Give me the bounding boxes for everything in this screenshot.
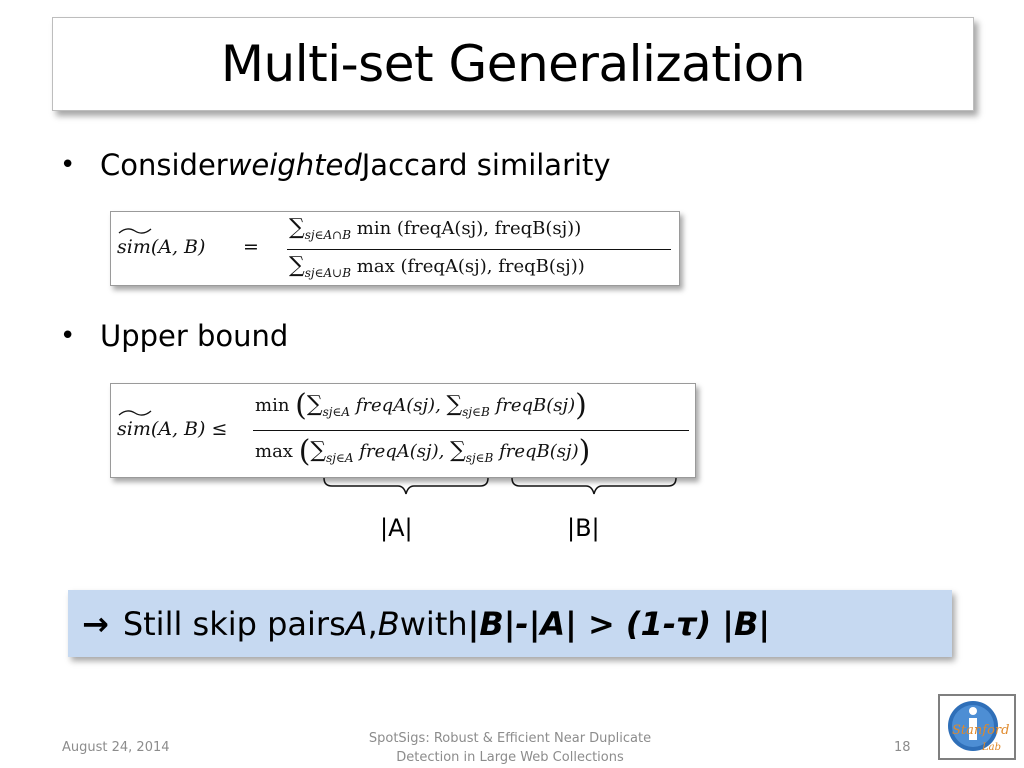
footer-center-line2: Detection in Large Web Collections xyxy=(396,750,624,765)
formula2-num-term-b: freqB(sj) xyxy=(495,395,576,416)
formula2-num-sub-a: sj∈A xyxy=(322,405,351,419)
banner-expression: |B|-|A| > (1-τ) |B| xyxy=(467,604,771,643)
formula2-num-sub-b: sj∈B xyxy=(462,405,490,419)
bullet-dot-icon: • xyxy=(60,150,76,180)
formula1-num-sub: sj∈A∩B xyxy=(304,228,352,242)
footer-date: August 24, 2014 xyxy=(62,740,170,755)
formula2-den-sub-a: sj∈A xyxy=(326,451,354,465)
stanford-infolab-logo: Stanford Lab xyxy=(938,694,1016,760)
formula2-num-term-a: freqA(sj), xyxy=(355,395,441,416)
formula2-den-term-a: freqA(sj), xyxy=(359,441,445,462)
logo-text-2: Lab xyxy=(981,742,1001,753)
formula2-den-term-b: freqB(sj) xyxy=(499,441,579,462)
upper-bound-formula: sim(A, B) ≤ min (∑sj∈A freqA(sj), ∑sj∈B … xyxy=(110,383,696,478)
banner-a: A xyxy=(345,604,368,643)
bullet1-italic: weighted xyxy=(227,148,362,182)
formula1-lhs: sim(A, B) xyxy=(117,236,205,258)
right-arrow-icon: → xyxy=(82,604,109,643)
banner-mid: with xyxy=(399,604,468,643)
brace-b-icon xyxy=(511,477,677,495)
formula1-num-body: min (freqA(sj), freqB(sj)) xyxy=(356,218,582,239)
formula1-fraction-line xyxy=(287,249,671,251)
bullet1-pre: Consider xyxy=(100,148,228,182)
banner-pre: Still skip pairs xyxy=(122,604,346,643)
formula1-numerator: ∑sj∈A∩B min (freqA(sj), freqB(sj)) xyxy=(289,215,582,242)
tilde-icon xyxy=(118,228,152,234)
banner-comma: , xyxy=(367,604,378,643)
tilde-icon xyxy=(118,410,152,416)
bullet-upper-bound: • Upper bound xyxy=(60,319,288,353)
slide-title: Multi-set Generalization xyxy=(220,35,806,93)
formula2-denominator: max (∑sj∈A freqA(sj), ∑sj∈B freqB(sj)) xyxy=(255,434,591,469)
formula1-equals: = xyxy=(243,236,259,258)
conclusion-banner: → Still skip pairs A, B with |B|-|A| > (… xyxy=(68,590,952,657)
footer-page-number: 18 xyxy=(894,740,911,755)
footer-center: SpotSigs: Robust & Efficient Near Duplic… xyxy=(340,729,680,767)
infolab-logo-icon: Stanford Lab xyxy=(948,701,1009,753)
formula1-den-sub: sj∈A∪B xyxy=(304,266,352,280)
bullet-weighted-jaccard: • Consider weighted Jaccard similarity xyxy=(60,148,611,182)
formula1-den-body: max (freqA(sj), freqB(sj)) xyxy=(356,256,585,277)
footer-center-line1: SpotSigs: Robust & Efficient Near Duplic… xyxy=(368,731,652,746)
bullet-dot-icon: • xyxy=(60,321,76,351)
formula2-num-op: min xyxy=(255,395,290,416)
bullet1-post: Jaccard similarity xyxy=(361,148,611,182)
banner-b: B xyxy=(377,604,400,643)
logo-text-1: Stanford xyxy=(952,723,1009,738)
bullet2-text: Upper bound xyxy=(100,319,289,353)
formula2-den-sub-b: sj∈B xyxy=(465,451,494,465)
formula1-lhs-text: sim(A, B) xyxy=(117,236,206,258)
weighted-jaccard-formula: sim(A, B) = ∑sj∈A∩B min (freqA(sj), freq… xyxy=(110,211,680,286)
formula2-den-op: max xyxy=(255,441,293,462)
brace-label-b: |B| xyxy=(567,514,600,542)
brace-a-icon xyxy=(323,477,489,495)
title-box: Multi-set Generalization xyxy=(52,17,974,111)
formula1-denominator: ∑sj∈A∪B max (freqA(sj), freqB(sj)) xyxy=(289,253,585,280)
brace-label-a: |A| xyxy=(380,514,413,542)
formula2-lhs-text: sim(A, B) ≤ xyxy=(117,418,228,440)
formula2-numerator: min (∑sj∈A freqA(sj), ∑sj∈B freqB(sj)) xyxy=(255,388,587,423)
formula2-fraction-line xyxy=(253,430,689,432)
formula2-lhs: sim(A, B) ≤ xyxy=(117,418,227,440)
